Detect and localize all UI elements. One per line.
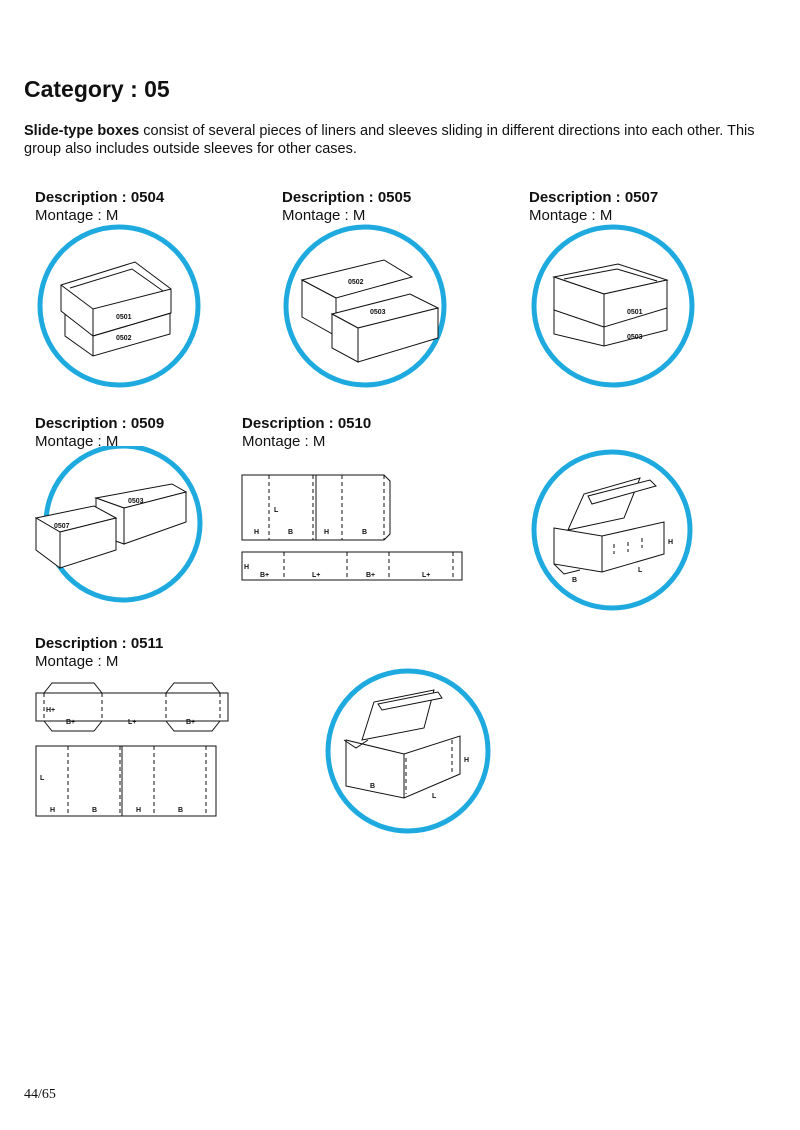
- diagram-0505: 0502 0503: [283, 224, 447, 388]
- item-montage: Montage : M: [242, 433, 326, 450]
- tray-blank: [241, 551, 463, 581]
- item-title: Description : 0505: [282, 189, 412, 206]
- item-0504-heading: Description : 0504 Montage : M: [35, 189, 164, 225]
- item-title: Description : 0504: [35, 189, 165, 206]
- dim-label: H: [324, 529, 329, 536]
- diagram-0504: 0501 0502: [37, 224, 201, 388]
- item-0509-heading: Description : 0509 Montage : M: [35, 415, 164, 451]
- item-0507-heading: Description : 0507 Montage : M: [529, 189, 658, 225]
- item-title: Description : 0507: [529, 189, 659, 206]
- page-title: Category : 05: [24, 76, 170, 102]
- tray-blank: [35, 692, 229, 722]
- circle-frame: [531, 449, 693, 611]
- dim-label: L: [274, 507, 279, 514]
- part-label: 0502: [116, 335, 132, 342]
- dim-label: B+: [366, 572, 375, 579]
- item-montage: Montage : M: [35, 653, 119, 670]
- dim-label: H: [50, 807, 55, 814]
- dim-label: L+: [128, 719, 136, 726]
- item-title: Description : 0511: [35, 635, 164, 652]
- diagram-0510: H L B: [531, 449, 693, 611]
- dim-label: B+: [186, 719, 195, 726]
- dim-label: H: [254, 529, 259, 536]
- dim-label: H: [464, 757, 469, 764]
- dim-label: H: [244, 564, 249, 571]
- sleeve-blank: [35, 745, 217, 817]
- item-montage: Montage : M: [529, 207, 613, 224]
- dim-label: B: [288, 529, 293, 536]
- item-0511-heading: Description : 0511 Montage : M: [35, 635, 163, 671]
- item-title: Description : 0510: [242, 415, 372, 432]
- intro-bold-term: Slide-type boxes: [24, 123, 140, 139]
- item-montage: Montage : M: [35, 207, 119, 224]
- item-0505-heading: Description : 0505 Montage : M: [282, 189, 411, 225]
- item-montage: Montage : M: [35, 433, 119, 450]
- part-label: 0502: [348, 279, 364, 286]
- part-label: 0501: [116, 314, 132, 321]
- dim-label: B: [362, 529, 367, 536]
- item-0510-heading: Description : 0510 Montage : M: [242, 415, 371, 451]
- item-title: Description : 0509: [35, 415, 165, 432]
- part-label: 0503: [128, 498, 144, 505]
- dim-label: H: [668, 539, 673, 546]
- page-number: 44/65: [24, 1087, 56, 1102]
- dim-label: H+: [46, 707, 55, 714]
- dim-label: B: [178, 807, 183, 814]
- dim-label: B+: [66, 719, 75, 726]
- intro-text: consist of several pieces of liners and …: [24, 123, 755, 157]
- diagram-0509: 0503 0507: [34, 446, 203, 603]
- part-label: 0503: [370, 309, 386, 316]
- part-label: 0501: [627, 309, 643, 316]
- flat-layout-0510: L H B H B H B+ L+ B+ L+: [241, 474, 463, 581]
- intro-paragraph: Slide-type boxes consist of several piec…: [24, 122, 776, 158]
- item-montage: Montage : M: [282, 207, 366, 224]
- part-label: 0503: [627, 334, 643, 341]
- diagram-0507: 0501 0503: [531, 224, 695, 388]
- dim-label: B: [370, 783, 375, 790]
- dim-label: B+: [260, 572, 269, 579]
- flat-layout-0511: H+ B+ L+ B+ L H B H B: [35, 682, 229, 817]
- dim-label: H: [136, 807, 141, 814]
- dim-label: B: [572, 577, 577, 584]
- diagram-0511: H B L: [325, 668, 491, 834]
- dim-label: L+: [312, 572, 320, 579]
- part-label: 0507: [54, 523, 70, 530]
- dim-label: L: [40, 775, 45, 782]
- dim-label: L+: [422, 572, 430, 579]
- dim-label: B: [92, 807, 97, 814]
- dim-label: L: [432, 793, 437, 800]
- dim-label: L: [638, 567, 643, 574]
